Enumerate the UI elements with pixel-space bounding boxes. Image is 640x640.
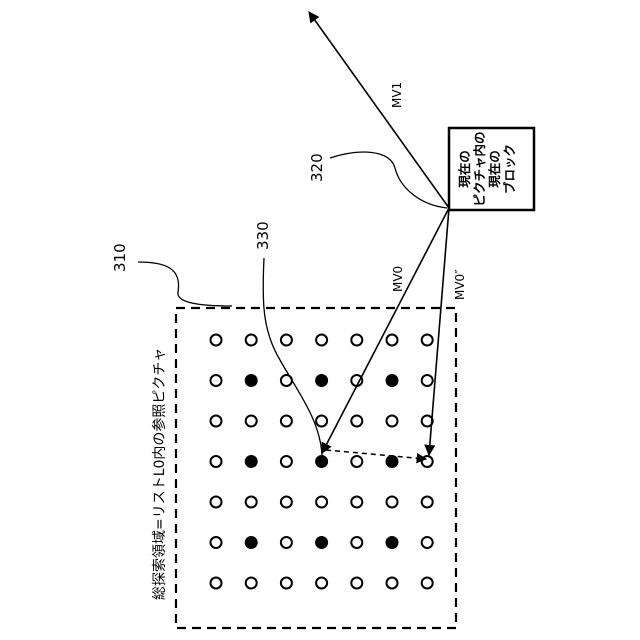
candidate-point-grid (211, 335, 433, 589)
filled-grid-point (316, 456, 327, 467)
grid-point (351, 416, 362, 427)
mv0-prime-label: MV0″ (453, 269, 467, 300)
grid-point (422, 497, 433, 508)
filled-grid-point (316, 375, 327, 386)
filled-grid-point (387, 375, 398, 386)
mv0-label: MV0 (391, 266, 405, 292)
grid-point (316, 578, 327, 589)
leader-line-330 (263, 258, 322, 455)
grid-point (351, 497, 362, 508)
grid-point (281, 335, 292, 346)
current-block-line-2: ピクチャ内の (472, 132, 487, 207)
filled-grid-point (246, 456, 257, 467)
grid-point (316, 335, 327, 346)
grid-point (246, 497, 257, 508)
grid-point (281, 497, 292, 508)
ref-320-label: 320 (308, 153, 326, 182)
grid-point (211, 537, 222, 548)
grid-point (246, 335, 257, 346)
grid-point (211, 456, 222, 467)
grid-point (211, 578, 222, 589)
grid-point (316, 497, 327, 508)
grid-point (281, 416, 292, 427)
filled-grid-point (387, 537, 398, 548)
grid-point (211, 497, 222, 508)
filled-grid-point (316, 537, 327, 548)
grid-point (281, 456, 292, 467)
current-block-line-3: 現在の (487, 150, 502, 188)
grid-point (246, 578, 257, 589)
mv0-prime-arrow (429, 208, 449, 455)
grid-point (351, 578, 362, 589)
mv1-arrow (309, 12, 449, 208)
grid-point (211, 335, 222, 346)
grid-point (351, 456, 362, 467)
grid-point (422, 335, 433, 346)
grid-point (422, 456, 433, 467)
ref-310-label: 310 (111, 243, 129, 272)
grid-point (387, 335, 398, 346)
grid-point (316, 416, 327, 427)
grid-point (422, 578, 433, 589)
filled-grid-point (246, 537, 257, 548)
grid-point (211, 375, 222, 386)
refinement-arrow (326, 450, 426, 459)
mv1-label: MV1 (390, 82, 404, 108)
current-block-line-4: ブロック (502, 144, 517, 194)
grid-point (387, 578, 398, 589)
grid-point (246, 416, 257, 427)
current-block-line-1: 現在の (457, 150, 472, 188)
grid-point (211, 416, 222, 427)
grid-point (422, 537, 433, 548)
filled-grid-point (387, 456, 398, 467)
ref-330-label: 330 (254, 221, 272, 250)
grid-point (387, 497, 398, 508)
grid-point (351, 537, 362, 548)
grid-point (281, 537, 292, 548)
grid-point (281, 578, 292, 589)
grid-point (387, 416, 398, 427)
filled-grid-point (246, 375, 257, 386)
grid-point (422, 375, 433, 386)
search-area-caption: 総探索領域=リストL0内の参照ピクチャ (151, 348, 168, 600)
leader-line-310 (138, 262, 232, 306)
grid-point (351, 335, 362, 346)
